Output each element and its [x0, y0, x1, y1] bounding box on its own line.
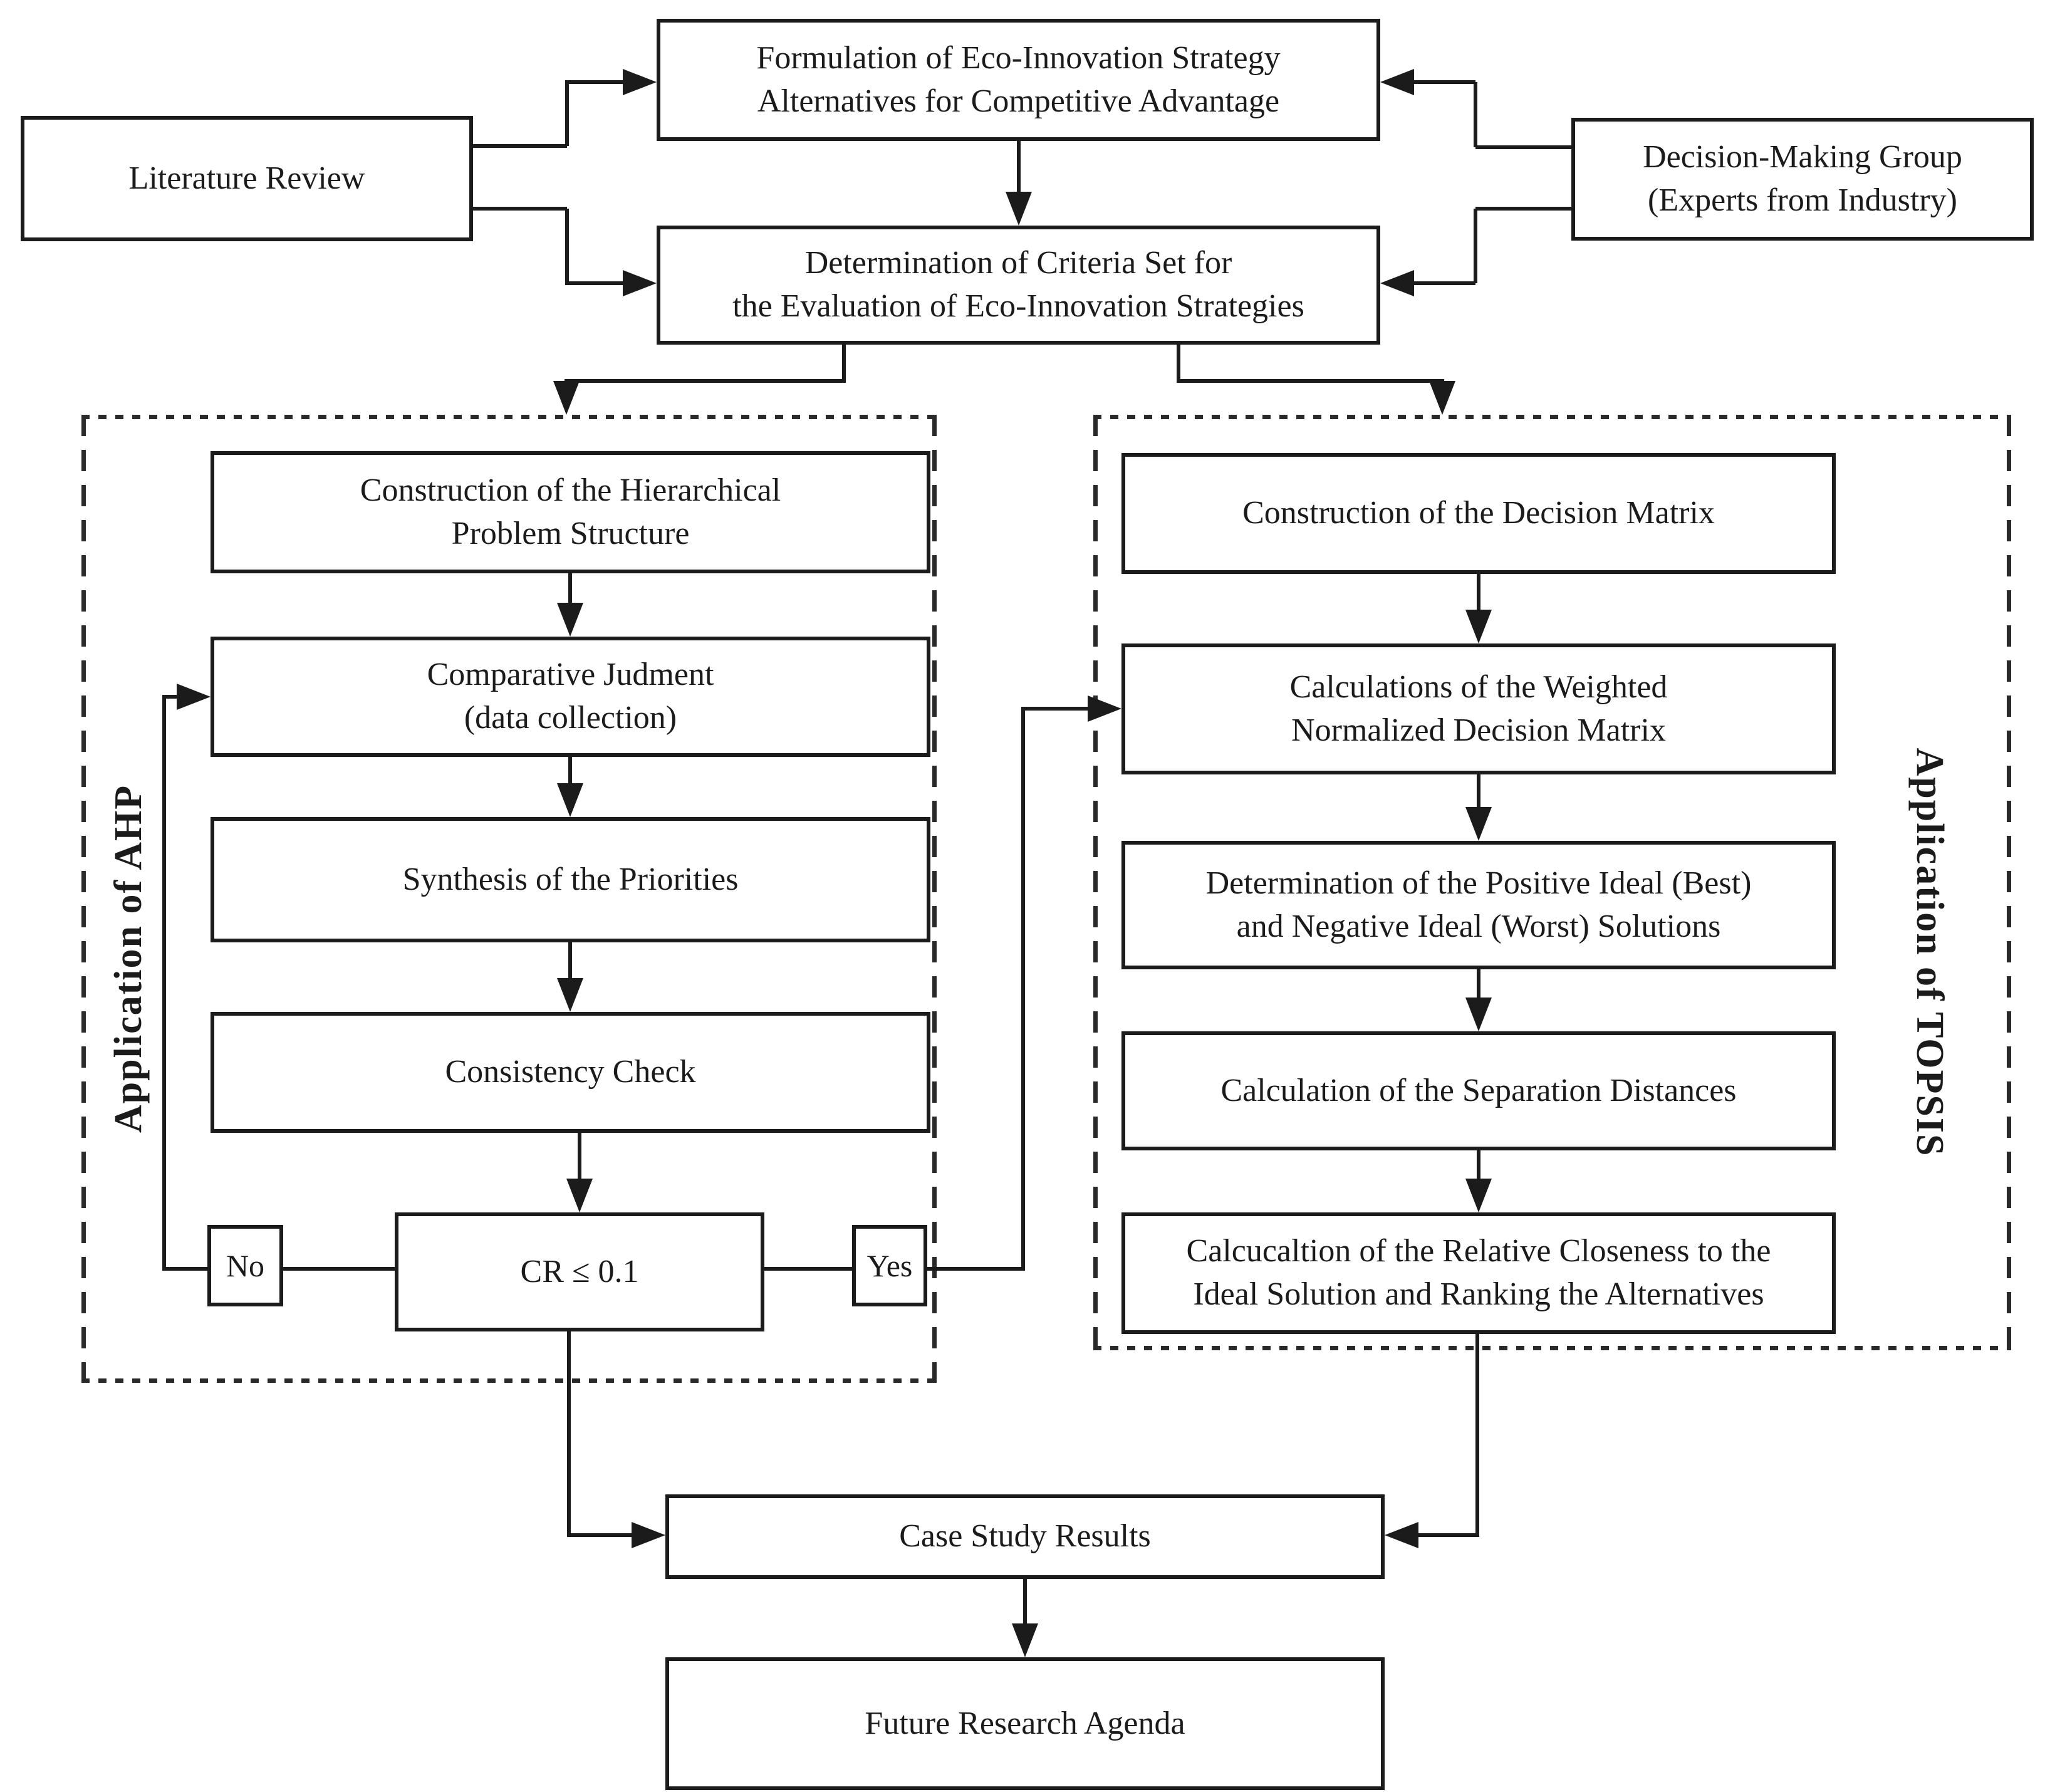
- topsis-step-5-box: Calcucaltion of the Relative Closeness t…: [1121, 1212, 1836, 1334]
- connector-line: [565, 82, 569, 146]
- ahp-step-2-box: Comparative Judment (data collection): [211, 637, 930, 757]
- connector-line: [567, 1533, 633, 1537]
- topsis-step-1-box: Construction of the Decision Matrix: [1121, 453, 1836, 574]
- arrow-right-icon: [1088, 695, 1121, 722]
- connector-line: [473, 144, 567, 148]
- ahp-step-1-box: Construction of the Hierarchical Problem…: [211, 451, 930, 573]
- yes-box: Yes: [852, 1225, 927, 1306]
- connector-line: [1474, 82, 1477, 147]
- connector-line: [1477, 774, 1480, 808]
- arrow-right-icon: [623, 69, 657, 95]
- ahp-frame-top-edge: [81, 415, 937, 419]
- future-research-box: Future Research Agenda: [665, 1657, 1385, 1790]
- connector-line: [565, 379, 846, 383]
- arrow-down-icon: [566, 1179, 593, 1212]
- connector-line: [1177, 345, 1180, 383]
- connector-line: [578, 1133, 581, 1180]
- connector-line: [927, 1267, 1025, 1271]
- connector-line: [565, 209, 569, 283]
- arrow-down-icon: [1465, 998, 1492, 1031]
- connector-line: [565, 80, 624, 84]
- ahp-step-4-box: Consistency Check: [211, 1012, 930, 1133]
- arrow-down-icon: [1465, 1179, 1492, 1212]
- connector-line: [1418, 1533, 1479, 1537]
- connector-line: [568, 757, 572, 786]
- connector-line: [1474, 209, 1477, 283]
- ahp-frame-bottom-edge: [81, 1378, 937, 1383]
- connector-line: [1023, 1579, 1027, 1625]
- arrow-down-icon: [557, 603, 583, 637]
- arrow-left-icon: [1380, 69, 1414, 95]
- no-box: No: [207, 1225, 283, 1306]
- arrow-down-icon: [1465, 610, 1492, 643]
- connector-line: [283, 1267, 395, 1271]
- topsis-step-2-box: Calculations of the Weighted Normalized …: [1121, 643, 1836, 774]
- connector-line: [162, 695, 180, 699]
- arrow-right-icon: [177, 684, 211, 710]
- connector-line: [1475, 145, 1571, 149]
- literature-review-box: Literature Review: [21, 116, 473, 241]
- ahp-frame-left-edge: [81, 415, 86, 1383]
- decision-group-box: Decision-Making Group (Experts from Indu…: [1571, 118, 2034, 241]
- topsis-step-4-box: Calculation of the Separation Distances: [1121, 1031, 1836, 1150]
- arrow-down-icon: [1429, 381, 1455, 415]
- topsis-group-label: Application of TOPSIS: [1908, 748, 1951, 1157]
- connector-line: [1021, 707, 1089, 711]
- connector-line: [1477, 969, 1480, 999]
- cr-check-box: CR ≤ 0.1: [395, 1212, 764, 1331]
- topsis-frame-right-edge: [2007, 415, 2011, 1350]
- arrow-left-icon: [1380, 270, 1414, 296]
- connector-line: [1017, 141, 1021, 192]
- topsis-frame-left-edge: [1093, 415, 1098, 1350]
- ahp-step-3-box: Synthesis of the Priorities: [211, 817, 930, 942]
- connector-line: [565, 281, 624, 285]
- criteria-box: Determination of Criteria Set for the Ev…: [657, 226, 1380, 345]
- connector-line: [164, 1267, 207, 1271]
- arrow-down-icon: [557, 783, 583, 817]
- arrow-right-icon: [623, 270, 657, 296]
- arrow-down-icon: [1012, 1623, 1038, 1657]
- arrow-left-icon: [1385, 1522, 1418, 1548]
- arrow-right-icon: [632, 1522, 665, 1548]
- topsis-frame-top-edge: [1093, 415, 2011, 419]
- connector-line: [1477, 1150, 1480, 1180]
- arrow-down-icon: [1465, 807, 1492, 841]
- connector-line: [1177, 379, 1444, 383]
- formulation-box: Formulation of Eco-Innovation Strategy A…: [657, 19, 1380, 141]
- connector-line: [764, 1267, 852, 1271]
- topsis-step-3-box: Determination of the Positive Ideal (Bes…: [1121, 841, 1836, 969]
- connector-line: [568, 942, 572, 980]
- arrow-down-icon: [557, 978, 583, 1012]
- ahp-group-label: Application of AHP: [107, 784, 150, 1133]
- arrow-down-icon: [1006, 192, 1032, 226]
- connector-line: [1475, 1334, 1479, 1537]
- ahp-frame-right-edge: [932, 415, 937, 1383]
- connector-line: [567, 1331, 571, 1537]
- connector-line: [1477, 574, 1480, 610]
- connector-line: [473, 207, 567, 211]
- connector-line: [162, 695, 166, 1271]
- connector-line: [568, 573, 572, 607]
- connector-line: [1475, 207, 1571, 211]
- connector-line: [1414, 80, 1475, 84]
- connector-line: [1021, 707, 1025, 1271]
- connector-line: [842, 345, 846, 383]
- connector-line: [1414, 281, 1475, 285]
- case-study-box: Case Study Results: [665, 1494, 1385, 1579]
- topsis-frame-bottom-edge: [1093, 1346, 2011, 1350]
- arrow-down-icon: [553, 381, 580, 415]
